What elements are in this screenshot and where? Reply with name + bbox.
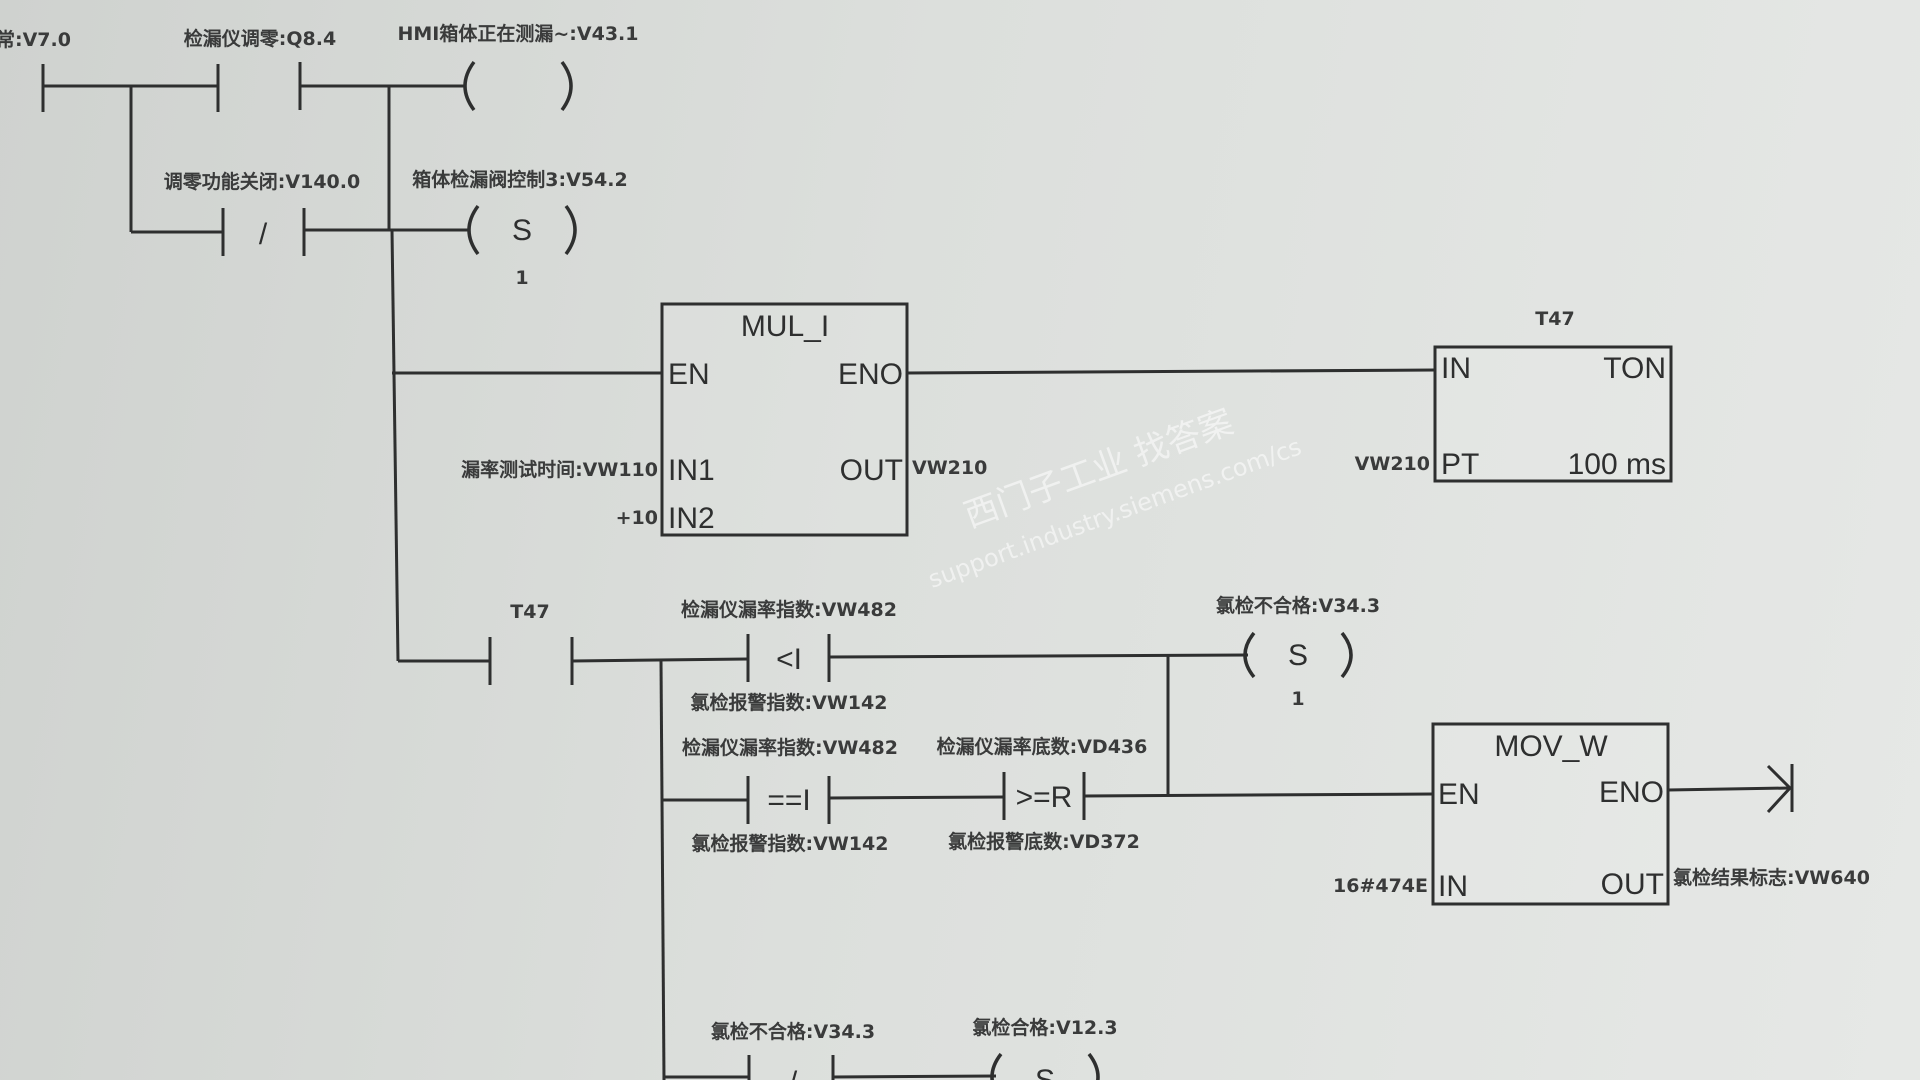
mov-out-operand[interactable]: 氯检结果标志:VW640	[1673, 866, 1870, 889]
mov-title: MOV_W	[1494, 730, 1608, 763]
mov-in-pin: IN	[1438, 870, 1468, 903]
contact-v34-3-label: 氯检不合格:V34.3	[711, 1020, 875, 1043]
mul-en-pin: EN	[668, 358, 710, 391]
siemens-watermark: 西门子工业 找答案 support.industry.siemens.com/c…	[925, 402, 1306, 594]
coil-v54-2-close	[564, 204, 577, 256]
nc-contact-v34-3-slash: /	[789, 1066, 798, 1080]
ton-pt-operand[interactable]: VW210	[1355, 453, 1430, 475]
mul-out-pin: OUT	[840, 454, 903, 487]
cmp1-symbol: <I	[776, 643, 802, 676]
cmp2-bottom-operand: 氯检报警指数:VW142	[692, 832, 889, 855]
coil-v34-3-close	[1340, 631, 1353, 679]
cmp3-symbol: >=R	[1016, 781, 1073, 814]
ton-type: TON	[1603, 352, 1666, 385]
ton-timer-block[interactable]: T47 IN TON PT 100 ms VW210	[1355, 308, 1673, 483]
mov-out-pin: OUT	[1601, 868, 1664, 901]
coil-v54-2-label: 箱体检漏阀控制3:V54.2	[412, 168, 627, 191]
coil-v43-1-label: HMI箱体正在测漏~:V43.1	[398, 22, 639, 45]
mov-in-operand[interactable]: 16#474E	[1333, 875, 1428, 897]
mul-in1-pin: IN1	[668, 454, 715, 487]
set-coil-v34-3-count: 1	[1291, 688, 1304, 710]
contact-t47-label: T47	[510, 601, 549, 623]
ton-in-pin: IN	[1441, 352, 1471, 385]
mov-eno-pin: ENO	[1599, 776, 1664, 809]
mov-w-block[interactable]: MOV_W EN ENO IN OUT 16#474E 氯检结果标志:VW640	[1333, 722, 1870, 906]
timer-name: T47	[1535, 308, 1574, 330]
coil-v54-2-open	[467, 204, 480, 256]
rung-1: 常:V7.0 检漏仪调零:Q8.4 HMI箱体正在测漏~:V43.1 调零功能关…	[0, 22, 639, 662]
rung-2: T47 检漏仪漏率指数:VW482 <I 氯检报警指数:VW142 氯检不合格:…	[398, 594, 1434, 1080]
rung-3: 氯检不合格:V34.3 / 氯检合格:V12.3 S	[664, 1016, 1118, 1080]
cmp1-bottom-operand: 氯检报警指数:VW142	[691, 691, 888, 714]
mul-in1-operand[interactable]: 漏率测试时间:VW110	[461, 458, 658, 481]
mul-eno-pin: ENO	[838, 358, 903, 391]
mul-in2-operand[interactable]: +10	[616, 507, 658, 529]
mul-in2-pin: IN2	[668, 502, 715, 535]
coil-v34-3-label: 氯检不合格:V34.3	[1216, 594, 1380, 617]
coil-v34-3-open	[1243, 631, 1256, 679]
cmp3-bottom-operand: 氯检报警底数:VD372	[948, 830, 1140, 853]
mul-out-operand[interactable]: VW210	[912, 457, 987, 479]
coil-v12-3-close	[1087, 1052, 1100, 1080]
cmp1-top-operand: 检漏仪漏率指数:VW482	[681, 598, 897, 621]
set-coil-count: 1	[515, 267, 528, 289]
coil-v43-1-open[interactable]	[463, 60, 476, 112]
coil-v12-3-open	[990, 1052, 1003, 1080]
set-coil-v34-3[interactable]: S	[1288, 639, 1308, 672]
ton-resolution: 100 ms	[1568, 448, 1666, 481]
set-coil-v12-3[interactable]: S	[1035, 1064, 1055, 1080]
nc-contact-slash: /	[259, 218, 268, 251]
mul-title: MUL_I	[741, 310, 829, 343]
coil-v43-1-close[interactable]	[560, 60, 573, 112]
contact-q8-4-label: 检漏仪调零:Q8.4	[184, 27, 336, 50]
set-coil-v54-2[interactable]: S	[512, 214, 532, 247]
mov-en-pin: EN	[1438, 778, 1480, 811]
coil-v12-3-label: 氯检合格:V12.3	[972, 1016, 1117, 1039]
ton-pt-pin: PT	[1441, 448, 1479, 481]
cmp3-top-operand: 检漏仪漏率底数:VD436	[937, 735, 1148, 758]
cmp2-symbol: ==I	[767, 784, 810, 817]
continue-arrow-icon	[1766, 764, 1793, 814]
contact-v7-0-label: 常:V7.0	[0, 28, 71, 51]
cmp2-top-operand: 检漏仪漏率指数:VW482	[682, 736, 898, 759]
contact-v140-0-label: 调零功能关闭:V140.0	[164, 170, 360, 193]
mul-i-block[interactable]: MUL_I EN ENO IN1 IN2 OUT 漏率测试时间:VW110 +1…	[392, 302, 1436, 537]
